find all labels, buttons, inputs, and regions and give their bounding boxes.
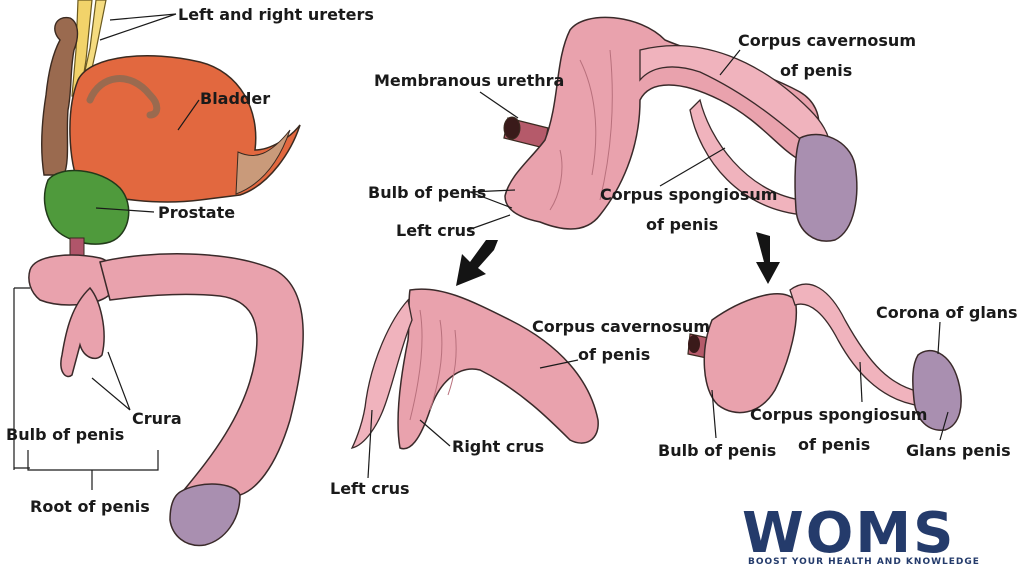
glans-left <box>170 484 240 545</box>
top-right-figure <box>504 17 857 241</box>
right-crus <box>398 289 598 449</box>
label-corpus-cavernosum-bottom-2: of penis <box>578 345 650 364</box>
label-left-crus-bottom: Left crus <box>330 479 410 498</box>
label-root: Root of penis <box>30 497 150 516</box>
label-ureters: Left and right ureters <box>178 5 374 24</box>
label-left-crus-top: Left crus <box>396 221 476 240</box>
penis-shaft-left <box>100 254 303 495</box>
logo-tagline: BOOST YOUR HEALTH AND KNOWLEDGE <box>748 557 980 567</box>
label-corona-of-glans: Corona of glans <box>876 303 1018 322</box>
label-corpus-cavernosum-bottom-1: Corpus cavernosum <box>532 317 710 336</box>
label-crura: Crura <box>132 409 182 428</box>
label-corpus-spongiosum-top-1: Corpus spongiosum <box>600 185 777 204</box>
glans-top <box>795 134 857 241</box>
label-glans-penis: Glans penis <box>906 441 1011 460</box>
bulb-of-penis-bottom <box>704 294 796 413</box>
arrows <box>456 232 780 286</box>
label-bulb-bottom: Bulb of penis <box>658 441 776 460</box>
arrow-down-right <box>756 232 780 284</box>
label-right-crus: Right crus <box>452 437 544 456</box>
label-corpus-cavernosum-top-2: of penis <box>780 61 852 80</box>
left-anatomy-figure <box>29 0 303 545</box>
woms-logo: WOMS BOOST YOUR HEALTH AND KNOWLEDGE <box>740 501 998 567</box>
label-bladder: Bladder <box>200 89 270 108</box>
label-corpus-cavernosum-top-1: Corpus cavernosum <box>738 31 916 50</box>
arrow-down-left <box>456 240 498 286</box>
bottom-left-figure <box>352 289 598 449</box>
label-bulb-top: Bulb of penis <box>368 183 486 202</box>
label-corpus-spongiosum-top-2: of penis <box>646 215 718 234</box>
label-corpus-spongiosum-bottom-2: of penis <box>798 435 870 454</box>
label-membranous-urethra: Membranous urethra <box>374 71 564 90</box>
label-corpus-spongiosum-bottom-1: Corpus spongiosum <box>750 405 927 424</box>
label-prostate: Prostate <box>158 203 235 222</box>
label-bulb-left: Bulb of penis <box>6 425 124 444</box>
